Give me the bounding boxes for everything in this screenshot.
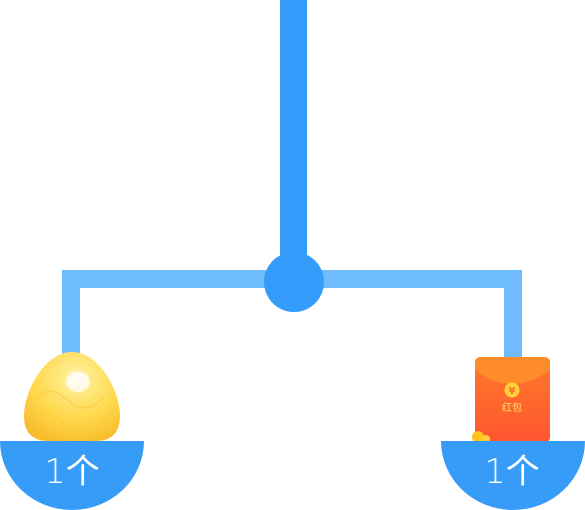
envelope-symbol: ¥ bbox=[509, 386, 516, 397]
scale-post bbox=[280, 0, 307, 290]
envelope-label: 红包 bbox=[502, 401, 522, 414]
red-envelope-icon: ¥ 红包 bbox=[472, 357, 550, 443]
left-pan-count: 1个 bbox=[44, 452, 100, 492]
envelope-coin-icon bbox=[504, 382, 520, 398]
right-pan-count: 1个 bbox=[484, 452, 540, 492]
gold-coin-icon bbox=[472, 431, 484, 443]
golden-egg-icon bbox=[24, 352, 120, 441]
scale-pivot bbox=[264, 252, 324, 312]
right-pan bbox=[441, 441, 585, 510]
left-pan bbox=[0, 441, 144, 510]
